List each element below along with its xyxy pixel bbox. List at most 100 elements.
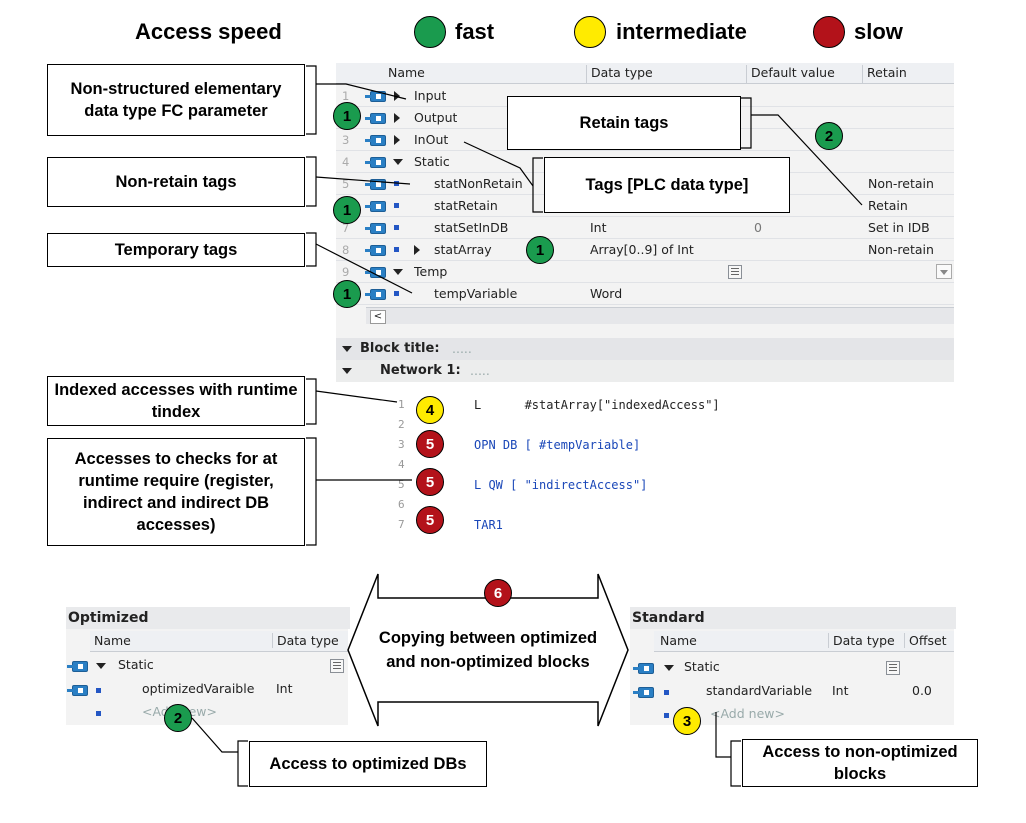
table-row[interactable]: 8 statArray Array[0..9] of Int Non-retai… (336, 239, 954, 261)
interface-icon (633, 687, 654, 698)
network-label: Network 1: (380, 363, 461, 378)
col-offset-header: Offset (904, 633, 947, 648)
checks-callout: Accesses to checks for at runtime requir… (47, 438, 305, 546)
leader-line (715, 712, 731, 758)
interface-icon (67, 685, 88, 696)
block-title-value: ..... (452, 341, 472, 356)
optimized-variable-type: Int (276, 681, 293, 696)
line-number: 3 (398, 438, 405, 451)
badge-fast: 2 (164, 704, 192, 732)
interface-icon (365, 135, 386, 146)
optimized-table: Optimized Name Data type Static optimize… (66, 607, 350, 725)
interface-icon (365, 289, 386, 300)
table-row[interactable]: 7 statSetInDB Int 0 Set in IDB (336, 217, 954, 239)
variable-icon (394, 291, 399, 296)
plc-type-callout: Tags [PLC data type] (544, 157, 790, 213)
network-bar[interactable]: Network 1: ..... (336, 360, 954, 382)
expand-arrow-icon[interactable] (394, 135, 400, 145)
retain-callout: Retain tags (507, 96, 741, 150)
badge-slow: 6 (484, 579, 512, 607)
collapse-arrow-icon[interactable] (664, 665, 674, 671)
collapse-arrow-icon[interactable] (342, 368, 352, 374)
col-default-header: Default value (746, 65, 835, 83)
bracket-line (306, 65, 317, 135)
variable-icon (664, 713, 669, 718)
interface-icon (67, 661, 88, 672)
expand-arrow-icon[interactable] (414, 245, 420, 255)
standard-header: Name Data type Offset (654, 631, 954, 652)
standard-table: Standard Name Data type Offset Static st… (630, 607, 956, 725)
interface-icon (365, 245, 386, 256)
col-name-header: Name (94, 633, 131, 648)
scroll-left-icon[interactable]: < (370, 310, 386, 324)
collapse-arrow-icon[interactable] (342, 346, 352, 352)
expand-arrow-icon[interactable] (394, 91, 400, 101)
code-line[interactable]: L #statArray["indexedAccess"] (474, 398, 720, 412)
optimized-variable-name: optimizedVaraible (142, 681, 255, 696)
standard-title: Standard (630, 607, 956, 629)
col-datatype-header: Data type (272, 633, 339, 648)
interface-table-header: Name Data type Default value Retain (336, 63, 954, 84)
legend-title: Access speed (135, 19, 282, 44)
add-new-row[interactable]: <Add new> (710, 706, 785, 721)
browse-icon[interactable] (886, 661, 900, 675)
interface-icon (633, 663, 654, 674)
leader-line (315, 176, 411, 185)
expand-arrow-icon[interactable] (394, 113, 400, 123)
collapse-arrow-icon[interactable] (393, 269, 403, 275)
leader-line (316, 83, 407, 100)
fast-legend-swatch (414, 16, 446, 48)
block-title-bar[interactable]: Block title: ..... (336, 338, 954, 360)
bracket-line (741, 97, 752, 149)
line-number: 2 (398, 418, 405, 431)
non-retain-callout: Non-retain tags (47, 157, 305, 207)
bracket-line (730, 740, 741, 787)
standard-variable-offset: 0.0 (912, 683, 932, 698)
col-datatype-header: Data type (828, 633, 895, 648)
badge-slow: 5 (416, 430, 444, 458)
code-line[interactable]: OPN DB [ #tempVariable] (474, 438, 641, 452)
non-optimized-callout: Access to non-optimized blocks (742, 739, 978, 787)
fast-legend-label: fast (455, 19, 495, 44)
code-line[interactable]: L QW [ "indirectAccess"] (474, 478, 648, 492)
line-number: 5 (398, 478, 405, 491)
browse-icon[interactable] (330, 659, 344, 673)
slow-legend-swatch (813, 16, 845, 48)
standard-variable-type: Int (832, 683, 849, 698)
leader-line (751, 114, 863, 206)
optimized-dbs-callout: Access to optimized DBs (249, 741, 487, 787)
temporary-callout: Temporary tags (47, 233, 305, 267)
network-value: ..... (470, 363, 490, 378)
code-line[interactable]: TAR1 (474, 518, 503, 532)
dropdown-button[interactable] (936, 264, 952, 279)
table-row[interactable]: 3 InOut (336, 129, 954, 151)
browse-icon[interactable] (728, 265, 742, 279)
interface-icon (365, 157, 386, 168)
badge-fast: 1 (333, 280, 361, 308)
badge-fast: 1 (526, 236, 554, 264)
interface-icon (365, 267, 386, 278)
copying-label: Copying between optimized and non-optimi… (378, 629, 598, 671)
table-row[interactable]: 6 statRetain Retain (336, 195, 954, 217)
badge-slow: 5 (416, 506, 444, 534)
table-row[interactable]: 9 Temp (336, 261, 954, 283)
leader-line (191, 717, 238, 753)
horizontal-scrollbar[interactable]: < (366, 307, 954, 324)
badge-fast: 2 (815, 122, 843, 150)
double-arrow-shape (347, 573, 629, 727)
variable-icon (394, 225, 399, 230)
slow-legend-label: slow (854, 19, 903, 44)
line-number: 1 (398, 398, 405, 411)
block-title-label: Block title: (360, 341, 440, 356)
col-retain-header: Retain (862, 65, 907, 83)
collapse-arrow-icon[interactable] (393, 159, 403, 165)
chevron-down-icon (940, 270, 948, 275)
collapse-arrow-icon[interactable] (96, 663, 106, 669)
bracket-line (306, 156, 317, 207)
badge-slow: 5 (416, 468, 444, 496)
variable-icon (96, 688, 101, 693)
bracket-line (306, 437, 317, 546)
variable-icon (664, 690, 669, 695)
indexed-callout: Indexed accesses with runtime tindex (47, 376, 305, 426)
line-number: 6 (398, 498, 405, 511)
